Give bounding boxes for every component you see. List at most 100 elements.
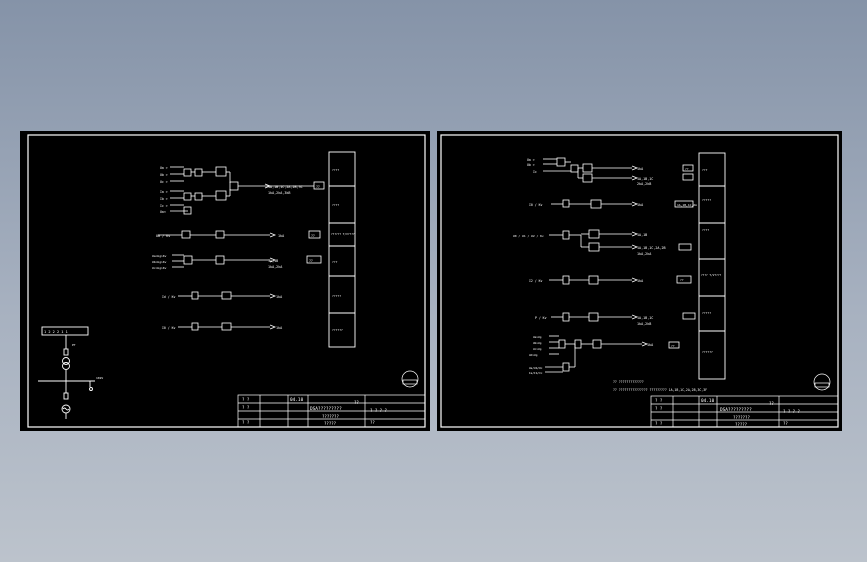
right-side-1: ??? — [702, 168, 708, 172]
right-title-block — [650, 395, 839, 428]
left-g5-in: I0 / Kv — [162, 326, 176, 330]
left-tb-r3c1: ? ? — [242, 420, 250, 425]
left-g2-in: U0 / Kv — [156, 234, 170, 238]
right-side-3: ???? — [702, 228, 709, 232]
right-group-2 — [551, 199, 694, 209]
left-group-4 — [178, 291, 277, 300]
left-side-5: ????? — [332, 294, 341, 298]
right-tb-r2c3: ? ? ? ? — [783, 409, 800, 414]
right-tb-r1c3: ?? — [769, 401, 774, 406]
right-g1-badge: ?? — [685, 167, 689, 171]
right-tb-r1c2: 04.10 — [701, 398, 715, 404]
left-drawing-sheet: Ua > Ub > Uc > Ia > Ib > Ic > Ua< 1A,1B,… — [20, 131, 430, 431]
right-drawing-canvas: Ua > Ub > Ic 1kA 1A,1B,1C 2kA,2kB ?? I0 … — [440, 134, 839, 428]
right-drawing-sheet: Ua > Ub > Ic 1kA 1A,1B,1C 2kA,2kB ?? I0 … — [437, 131, 842, 431]
left-g1-in5: Ib > — [160, 197, 168, 201]
right-side-5: ????? — [702, 311, 711, 315]
right-g4-in: I2 / Kv — [529, 279, 543, 283]
right-logo-seal — [813, 373, 831, 391]
right-group-4 — [549, 275, 692, 285]
right-g3-out2: 1A,1B,1C,2A,2B — [637, 246, 666, 250]
right-tb-r3c1: ? ? — [655, 421, 663, 426]
left-g1-out2: 1kA,2kA,3kB — [268, 191, 290, 195]
left-group-5 — [178, 322, 277, 331]
left-one-line-bus-label: 10kV — [96, 376, 103, 380]
right-tb-r2c2: DSA????????? — [720, 407, 752, 413]
left-group-1 — [170, 166, 325, 215]
left-side-2: ???? — [332, 203, 339, 207]
right-g3-out3: 1kA,2kA — [637, 252, 651, 256]
right-g1-in3: Ic — [533, 170, 537, 174]
left-g3-in3: Uc>Ug>Kv — [152, 266, 167, 270]
left-frame — [27, 134, 426, 428]
left-side-4: ??? — [332, 260, 338, 264]
left-side-3: ?????? T/V???? — [331, 232, 355, 236]
right-tb-r3c3: ?? — [783, 421, 788, 426]
left-g2-badge: ?? — [311, 234, 315, 238]
left-g1-in4: Ia > — [160, 190, 168, 194]
right-g6-out: 1kA — [647, 343, 653, 347]
left-one-line-diagram — [38, 326, 95, 419]
right-side-2: ????? — [702, 198, 711, 202]
right-tb-r3c2: ??????? — [733, 415, 750, 420]
right-group-5 — [551, 312, 696, 322]
right-g7-in1: Ua/Ub/Uc — [529, 366, 543, 370]
right-g6-in3: Uc>Ug — [533, 347, 542, 351]
right-g2-out1: 1kA — [637, 203, 643, 207]
right-tb-r4: ????? — [735, 422, 748, 427]
right-note-1: ?? ????????????? — [613, 380, 644, 384]
right-g5-out1: 1A,1B,1C — [637, 316, 653, 320]
right-g6-badge: ?? — [671, 344, 675, 348]
left-logo-seal — [401, 370, 419, 388]
right-group-1 — [543, 157, 694, 183]
left-tb-r2c3: ? ? ? ? — [370, 408, 387, 413]
left-g1-badge: ?? — [316, 185, 320, 189]
left-tb-r1c2: 04.10 — [290, 397, 304, 403]
right-group-7 — [545, 344, 576, 373]
right-side-column — [698, 152, 726, 380]
right-note-2: ?? ??????????????? ????????? 1A,1B,1C,2A… — [613, 388, 707, 392]
left-group-2 — [158, 230, 321, 239]
right-g1-out1: 1kA — [637, 167, 643, 171]
right-g4-badge: ?? — [680, 278, 684, 282]
right-g1-out3: 2kA,2kB — [637, 182, 651, 186]
right-side-4: ???? T/V???? — [701, 273, 722, 277]
right-g6-in1: Ua>Ug — [533, 335, 542, 339]
left-tb-r3c3: ?? — [370, 420, 375, 425]
right-g4-out: 1kA — [637, 279, 643, 283]
right-g6-in4: Ud>Ug — [529, 353, 538, 357]
right-g3-in: U0 / U1 / U2 / Kv — [513, 234, 544, 238]
right-tb-r1c1: ? ? — [655, 398, 663, 403]
right-g2-out2: 1A,1B,1C,2A — [677, 203, 697, 207]
left-g3-badge: ?? — [309, 259, 313, 263]
left-tb-r1c3: ?? — [354, 400, 359, 405]
right-g2-in: I0 / Kv — [529, 203, 543, 207]
left-tb-r1c1: ? ? — [242, 397, 250, 402]
left-g1-out1: 1A,1B,1C,2A,2B,3C — [268, 185, 303, 189]
left-g3-out2: 1kA,2kA — [268, 265, 282, 269]
left-one-line-box-label: 1 2 2 2 1 1 — [44, 330, 68, 334]
right-group-3 — [549, 229, 692, 252]
right-side-6: ?????? — [702, 350, 713, 354]
right-tb-r2c1: ? ? — [655, 406, 663, 411]
left-tb-r3c2: ??????? — [322, 414, 339, 419]
right-g1-out2: 1A,1B,1C — [637, 177, 653, 181]
right-g1-in1: Ua > — [527, 158, 535, 162]
right-frame — [440, 134, 839, 428]
left-drawing-canvas: Ua > Ub > Uc > Ia > Ib > Ic > Ua< 1A,1B,… — [27, 134, 426, 428]
left-g3-in1: Ua>Ug>Kv — [152, 254, 167, 258]
left-tb-r4: ????? — [324, 421, 337, 426]
left-side-6: ?????? — [332, 328, 343, 332]
left-one-line-pt-label: PT — [72, 343, 76, 347]
left-tb-r2c1: ? ? — [242, 405, 250, 410]
left-g4-in: Id / Kv — [162, 295, 176, 299]
left-g1-in6: Ic > — [160, 204, 168, 208]
left-g2-out: 1kA — [278, 234, 284, 238]
right-g1-in2: Ub > — [527, 163, 535, 167]
left-side-1: ???? — [332, 168, 339, 172]
left-tb-r2c2: DSA????????? — [310, 406, 342, 412]
left-g5-out: 1kA — [276, 326, 282, 330]
left-g1-in1: Ua > — [160, 166, 168, 170]
left-g1-in2: Ub > — [160, 173, 168, 177]
left-g4-out: 1kA — [276, 295, 282, 299]
